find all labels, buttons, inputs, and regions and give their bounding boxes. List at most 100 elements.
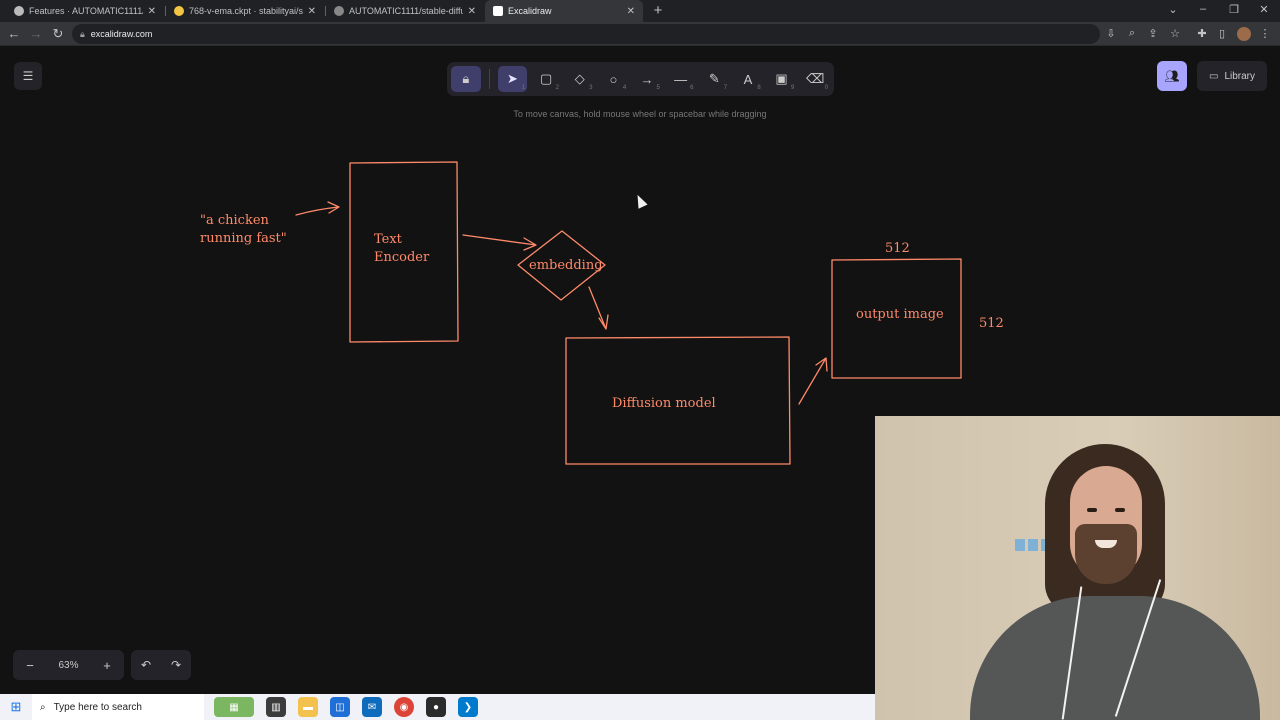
encoder-embedding-arrow — [462, 234, 537, 251]
shortcut-key: 5 — [656, 85, 660, 91]
person-beard — [1075, 524, 1137, 584]
chrome-icon[interactable]: ◉ — [394, 697, 414, 717]
tab-label: Features · AUTOMATIC1111/stab — [29, 6, 143, 16]
text-encoder-box — [349, 161, 459, 343]
canvas-hint: To move canvas, hold mouse wheel or spac… — [513, 109, 767, 119]
shortcut-key: 8 — [757, 85, 761, 91]
arrow-icon: → — [640, 71, 654, 87]
history-controls: ↶ ↷ — [131, 650, 191, 680]
output-width-label: 512 — [885, 241, 910, 256]
tool-rectangle[interactable]: ▢ 2 — [531, 66, 561, 92]
diagram: "a chicken running fast" Text Encoder em… — [200, 161, 1004, 465]
close-icon[interactable]: ✕ — [147, 5, 156, 17]
vscode-icon[interactable]: ❯ — [458, 697, 478, 717]
bookmark-star-icon[interactable]: ☆ — [1170, 28, 1180, 40]
zoom-in-button[interactable]: + — [103, 657, 111, 673]
huggingface-icon — [174, 6, 184, 16]
tool-arrow[interactable]: → 5 — [632, 66, 662, 92]
side-panel-icon[interactable]: ▯ — [1218, 28, 1226, 40]
eraser-icon: ⌫ — [806, 71, 825, 86]
lock-tool-button[interactable]: 🔒︎ — [451, 66, 481, 92]
rectangle-icon: ▢ — [539, 71, 553, 86]
tab-huggingface[interactable]: 768-v-ema.ckpt · stabilityai/stab ✕ — [166, 0, 324, 22]
person-eye — [1115, 508, 1125, 512]
task-view-icon[interactable]: ▥ — [266, 697, 286, 717]
new-tab-button[interactable]: + — [653, 2, 663, 19]
tool-ellipse[interactable]: ○ 4 — [599, 66, 629, 92]
library-button[interactable]: ▭ Library — [1197, 61, 1267, 91]
tab-stable-diffusion[interactable]: AUTOMATIC1111/stable-diffusio ✕ — [326, 0, 484, 22]
padlock-icon: 🔒︎ — [462, 71, 470, 86]
zoom-icon[interactable]: ⌕ — [1128, 27, 1136, 39]
line-icon: — — [674, 71, 688, 87]
store-icon[interactable]: ◫ — [330, 697, 350, 717]
file-explorer-icon[interactable]: ▬ — [298, 697, 318, 717]
prompt-arrow — [295, 201, 340, 216]
hamburger-icon: ☰ — [22, 69, 34, 83]
close-icon[interactable]: ✕ — [467, 5, 476, 17]
tab-search-icon[interactable]: ⌄ — [1168, 4, 1178, 16]
app-icon[interactable]: ● — [426, 697, 446, 717]
person-eye — [1087, 508, 1097, 512]
shortcut-key: 1 — [521, 85, 526, 91]
shortcut-key: 3 — [589, 85, 593, 91]
windows-start-icon[interactable]: ⊞ — [10, 699, 22, 714]
close-icon[interactable]: ✕ — [307, 5, 316, 17]
diamond-icon: ◇ — [574, 71, 585, 86]
tool-diamond[interactable]: ◇ 3 — [565, 66, 595, 92]
taskbar-search[interactable]: ⌕ Type here to search — [32, 694, 204, 720]
browser-tab-strip: Features · AUTOMATIC1111/stab ✕ 768-v-em… — [0, 0, 1280, 22]
webcam-video — [875, 416, 1280, 720]
collaborate-button[interactable]: 👥︎ — [1157, 61, 1187, 91]
text-icon: A — [743, 71, 753, 87]
restore-icon[interactable]: ❐ — [1229, 4, 1239, 16]
news-widget-icon[interactable]: ▦ — [214, 697, 254, 717]
tool-line[interactable]: — 6 — [666, 66, 696, 92]
tool-image[interactable]: ▣ 9 — [767, 66, 797, 92]
shortcut-key: 9 — [791, 85, 795, 91]
main-menu-button[interactable]: ☰ — [14, 62, 42, 90]
shortcut-key: 4 — [622, 85, 627, 91]
tool-text[interactable]: A 8 — [733, 66, 763, 92]
undo-icon[interactable]: ↶ — [140, 658, 152, 672]
ellipse-icon: ○ — [609, 71, 618, 87]
text-encoder-label-line1: Text — [374, 232, 403, 247]
minimize-icon[interactable]: – — [1199, 3, 1207, 15]
excalidraw-icon — [493, 6, 503, 16]
output-image-label: output image — [856, 307, 944, 322]
embedding-diffusion-arrow — [588, 286, 609, 330]
more-menu-icon[interactable]: ⋮ — [1259, 28, 1271, 40]
reload-icon[interactable]: ↻ — [52, 26, 64, 41]
image-icon: ▣ — [775, 71, 788, 86]
shortcut-key: 6 — [690, 85, 694, 91]
prompt-text-line1: "a chicken — [200, 213, 270, 228]
tab-features[interactable]: Features · AUTOMATIC1111/stab ✕ — [6, 0, 164, 22]
close-window-icon[interactable]: ✕ — [1259, 4, 1269, 16]
install-app-icon[interactable]: ⇩ — [1106, 28, 1116, 40]
forward-icon[interactable]: → — [29, 26, 43, 41]
close-icon[interactable]: ✕ — [626, 5, 635, 17]
share-icon[interactable]: ⇪ — [1148, 28, 1158, 40]
redo-icon[interactable]: ↷ — [170, 658, 182, 672]
text-encoder-label-line2: Encoder — [374, 250, 430, 265]
extensions-icon[interactable]: ✚ — [1197, 28, 1207, 40]
browser-toolbar: ← → ↻ 🔒︎ excalidraw.com ⇩ ⌕ ⇪ ☆ ✚ ▯ ⋮ — [0, 22, 1280, 46]
person-mouth — [1095, 540, 1117, 548]
tab-excalidraw[interactable]: Excalidraw ✕ — [485, 0, 643, 22]
tool-eraser[interactable]: ⌫ 0 — [800, 66, 830, 92]
address-bar[interactable]: 🔒︎ excalidraw.com — [72, 24, 1100, 44]
profile-avatar[interactable] — [1237, 27, 1251, 41]
mail-icon[interactable]: ✉ — [362, 697, 382, 717]
library-label: Library — [1224, 70, 1256, 82]
tool-draw[interactable]: ✎ 7 — [699, 66, 729, 92]
github-icon — [14, 6, 24, 16]
prompt-text-line2: running fast" — [200, 231, 287, 246]
back-icon[interactable]: ← — [7, 26, 21, 41]
embedding-label: embedding — [529, 258, 603, 273]
zoom-level[interactable]: 63% — [58, 659, 79, 671]
zoom-out-button[interactable]: − — [26, 657, 34, 673]
url-text: excalidraw.com — [90, 29, 153, 39]
diffusion-model-box — [565, 336, 791, 465]
tool-selection[interactable]: ➤ 1 — [497, 66, 528, 92]
